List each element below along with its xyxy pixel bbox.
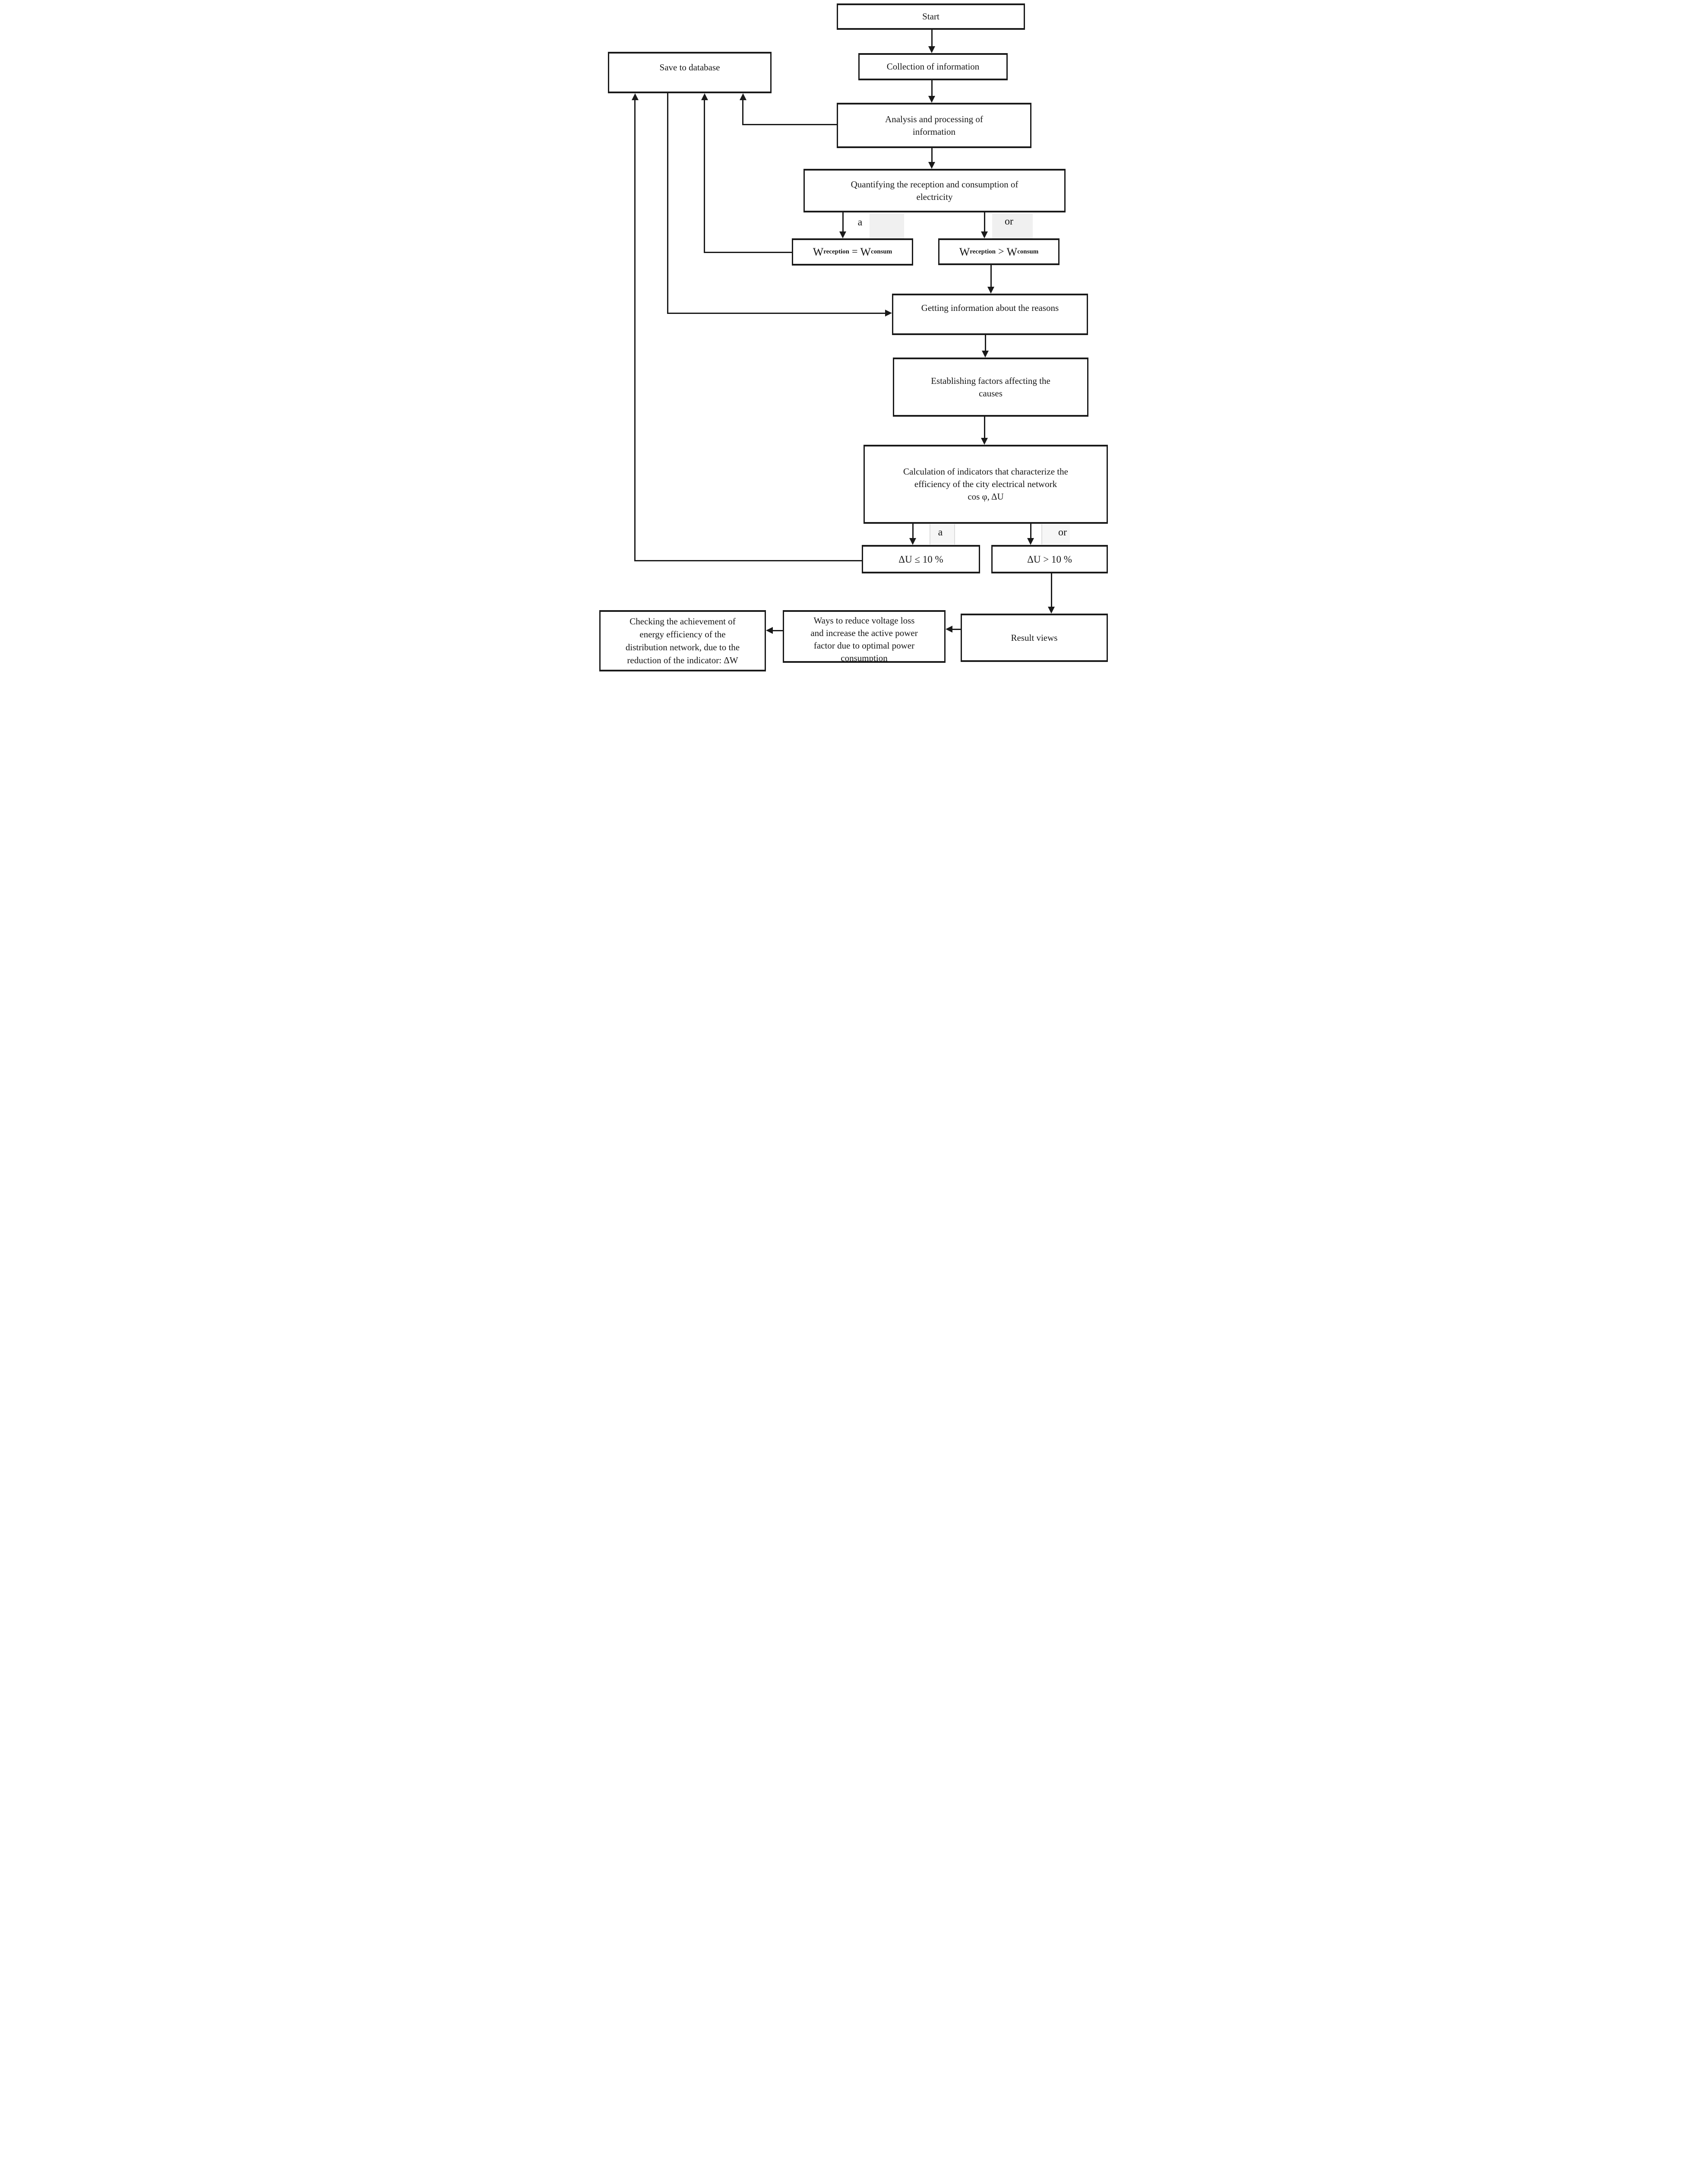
connector-weq-save-v (704, 100, 705, 253)
node-quantifying-label: Quantifying the reception and consumptio… (851, 179, 1018, 202)
node-analysis-processing: Analysis and processing of information (837, 103, 1031, 148)
connector-save-getting-h (667, 313, 885, 314)
w-gt-subscript-2: consum (1017, 248, 1039, 255)
branch-label-a-upper: a (857, 217, 863, 228)
node-save-to-database: Save to database (608, 52, 772, 93)
arrowhead-dugt-result (1048, 607, 1055, 614)
node-checking-label: Checking the achievement of energy effic… (625, 616, 740, 665)
arrowhead-result-ways (946, 626, 952, 633)
node-delta-u-gt-10-label: ΔU > 10 % (1027, 554, 1072, 565)
node-collection-label: Collection of information (886, 61, 980, 72)
node-result-label: Result views (1011, 632, 1058, 643)
connector-start-collection (931, 30, 933, 46)
arrowhead-quantifying-weq (839, 231, 846, 238)
node-checking-achievement: Checking the achievement of energy effic… (599, 610, 766, 671)
arrowhead-quantifying-wgt (981, 231, 988, 238)
w-eq-symbol-1: W (813, 246, 824, 258)
connector-save-getting-v (667, 93, 668, 314)
arrowhead-collection-analysis (928, 96, 935, 103)
arrowhead-analysis-save (740, 93, 746, 100)
scan-artifact-or2 (1041, 524, 1070, 544)
arrowhead-ways-checking (766, 627, 773, 634)
node-getting-information-reasons: Getting information about the reasons (892, 294, 1088, 335)
connector-calculation-dugt (1030, 524, 1031, 538)
node-start-label: Start (922, 11, 939, 22)
scan-artifact-or1 (992, 213, 1033, 238)
connector-quantifying-wgt (984, 212, 985, 231)
connector-getting-establishing (985, 335, 986, 351)
node-delta-u-le-10: ΔU ≤ 10 % (862, 545, 980, 573)
connector-dule-save-h (634, 560, 862, 561)
w-gt-operator: > (998, 246, 1004, 257)
node-establishing-factors: Establishing factors affecting the cause… (893, 358, 1088, 417)
w-eq-operator: = (851, 246, 858, 257)
connector-dule-save-v (634, 100, 636, 561)
connector-establishing-calculation (984, 417, 985, 438)
arrowhead-calculation-dule (909, 538, 916, 545)
node-delta-u-gt-10: ΔU > 10 % (991, 545, 1108, 573)
connector-ways-checking-h (772, 630, 783, 631)
arrowhead-start-collection (928, 46, 935, 53)
connector-result-ways-h (952, 629, 961, 630)
connector-analysis-save-h (742, 124, 837, 125)
node-quantifying-reception-consumption: Quantifying the reception and consumptio… (803, 169, 1066, 212)
node-collection-of-information: Collection of information (858, 53, 1008, 80)
connector-wgt-getting (990, 265, 992, 287)
arrowhead-establishing-calculation (981, 438, 988, 445)
node-save-label: Save to database (659, 62, 720, 73)
arrowhead-weq-save (701, 93, 708, 100)
w-eq-symbol-2: W (860, 246, 871, 258)
scan-artifact-a2 (930, 524, 955, 544)
w-gt-symbol-1: W (959, 245, 970, 258)
w-gt-subscript-1: reception (970, 248, 996, 255)
scan-artifact-a1 (870, 213, 904, 240)
w-gt-symbol-2: W (1006, 245, 1018, 258)
node-delta-u-le-10-label: ΔU ≤ 10 % (898, 554, 943, 565)
arrowhead-dule-save (632, 93, 639, 100)
node-analysis-label: Analysis and processing of information (885, 114, 983, 137)
node-getting-label: Getting information about the reasons (921, 303, 1059, 313)
connector-analysis-save-v (742, 100, 743, 125)
branch-label-or-lower: or (1058, 527, 1067, 538)
node-establishing-label: Establishing factors affecting the cause… (931, 375, 1050, 399)
arrowhead-calculation-dugt (1027, 538, 1034, 545)
connector-dugt-result (1051, 573, 1052, 607)
connector-quantifying-weq (842, 212, 844, 231)
node-calculation-text: Calculation of indicators that character… (903, 466, 1068, 489)
node-result-views: Result views (961, 614, 1108, 662)
node-ways-to-reduce-voltage-loss: Ways to reduce voltage loss and increase… (783, 610, 946, 663)
connector-weq-save-h (704, 252, 792, 253)
connector-collection-analysis (931, 80, 933, 96)
arrowhead-getting-establishing (982, 351, 989, 358)
arrowhead-analysis-quantifying (928, 162, 935, 169)
w-eq-subscript-1: reception (823, 248, 849, 255)
arrowhead-save-getting (885, 310, 892, 317)
node-calculation-formula: cos φ, ΔU (968, 491, 1004, 502)
connector-analysis-quantifying (931, 148, 933, 162)
node-ways-label: Ways to reduce voltage loss and increase… (810, 615, 918, 663)
node-calculation-indicators: Calculation of indicators that character… (863, 445, 1108, 524)
branch-label-a-lower: a (938, 527, 943, 538)
branch-label-or-upper: or (1005, 216, 1013, 227)
node-start: Start (837, 3, 1025, 30)
connector-calculation-dule (912, 524, 914, 538)
flowchart-page: Start Save to database Collection of inf… (595, 0, 1113, 675)
w-eq-subscript-2: consum (871, 248, 892, 255)
arrowhead-wgt-getting (987, 287, 994, 294)
